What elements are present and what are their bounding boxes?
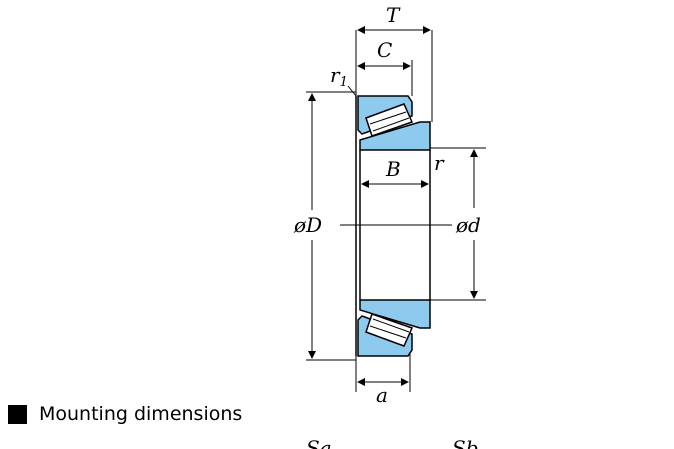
dimension-r: r <box>434 151 445 175</box>
label-d: ød <box>455 213 481 237</box>
label-C: C <box>377 38 392 62</box>
label-r1-main: r <box>330 63 341 87</box>
label-r1: r1 <box>330 63 348 90</box>
label-a: a <box>376 383 388 407</box>
dimension-C: C <box>357 38 413 96</box>
roller-lower <box>365 313 414 347</box>
roller-upper <box>365 103 414 137</box>
label-D: øD <box>293 213 322 237</box>
square-bullet-icon <box>8 404 27 424</box>
label-r: r <box>434 151 445 175</box>
dimension-r1: r1 <box>330 63 357 97</box>
label-Sa: Sa <box>306 436 332 449</box>
label-T: T <box>386 3 401 27</box>
inner-ring-upper <box>359 121 431 151</box>
mounting-dimensions-heading: Mounting dimensions <box>8 400 242 428</box>
dimension-T: T <box>355 3 433 122</box>
lower-bearing-section <box>357 299 431 357</box>
inner-ring-lower <box>359 299 431 329</box>
dimension-a: a <box>355 354 411 407</box>
label-r1-sub: 1 <box>340 75 348 90</box>
label-Sb: Sb <box>452 436 479 449</box>
label-B: B <box>385 157 401 181</box>
upper-bearing-section <box>357 95 431 151</box>
dimension-D: øD <box>293 91 356 361</box>
dimension-d: ød <box>430 147 486 301</box>
mounting-dimensions-title: Mounting dimensions <box>39 403 243 425</box>
dimension-B: B <box>361 157 429 188</box>
